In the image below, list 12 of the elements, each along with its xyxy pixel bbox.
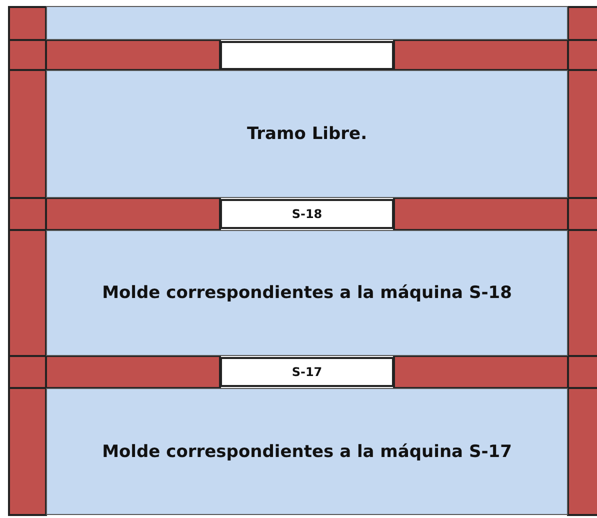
label-plate — [220, 357, 394, 387]
machine-code: S-18 — [292, 207, 322, 221]
bay-label: Molde correspondientes a la máquina S-18 — [102, 283, 512, 303]
shelf-bay — [46, 70, 568, 198]
label-plate — [220, 41, 394, 70]
shelf-bay — [46, 230, 568, 356]
bay-label: Tramo Libre. — [246, 124, 368, 144]
bay-label: Molde correspondientes a la máquina S-17 — [102, 442, 512, 462]
shelf-bay — [46, 6, 568, 40]
shelf-bay — [46, 388, 568, 515]
machine-code: S-17 — [292, 365, 322, 379]
label-plate — [220, 199, 394, 229]
